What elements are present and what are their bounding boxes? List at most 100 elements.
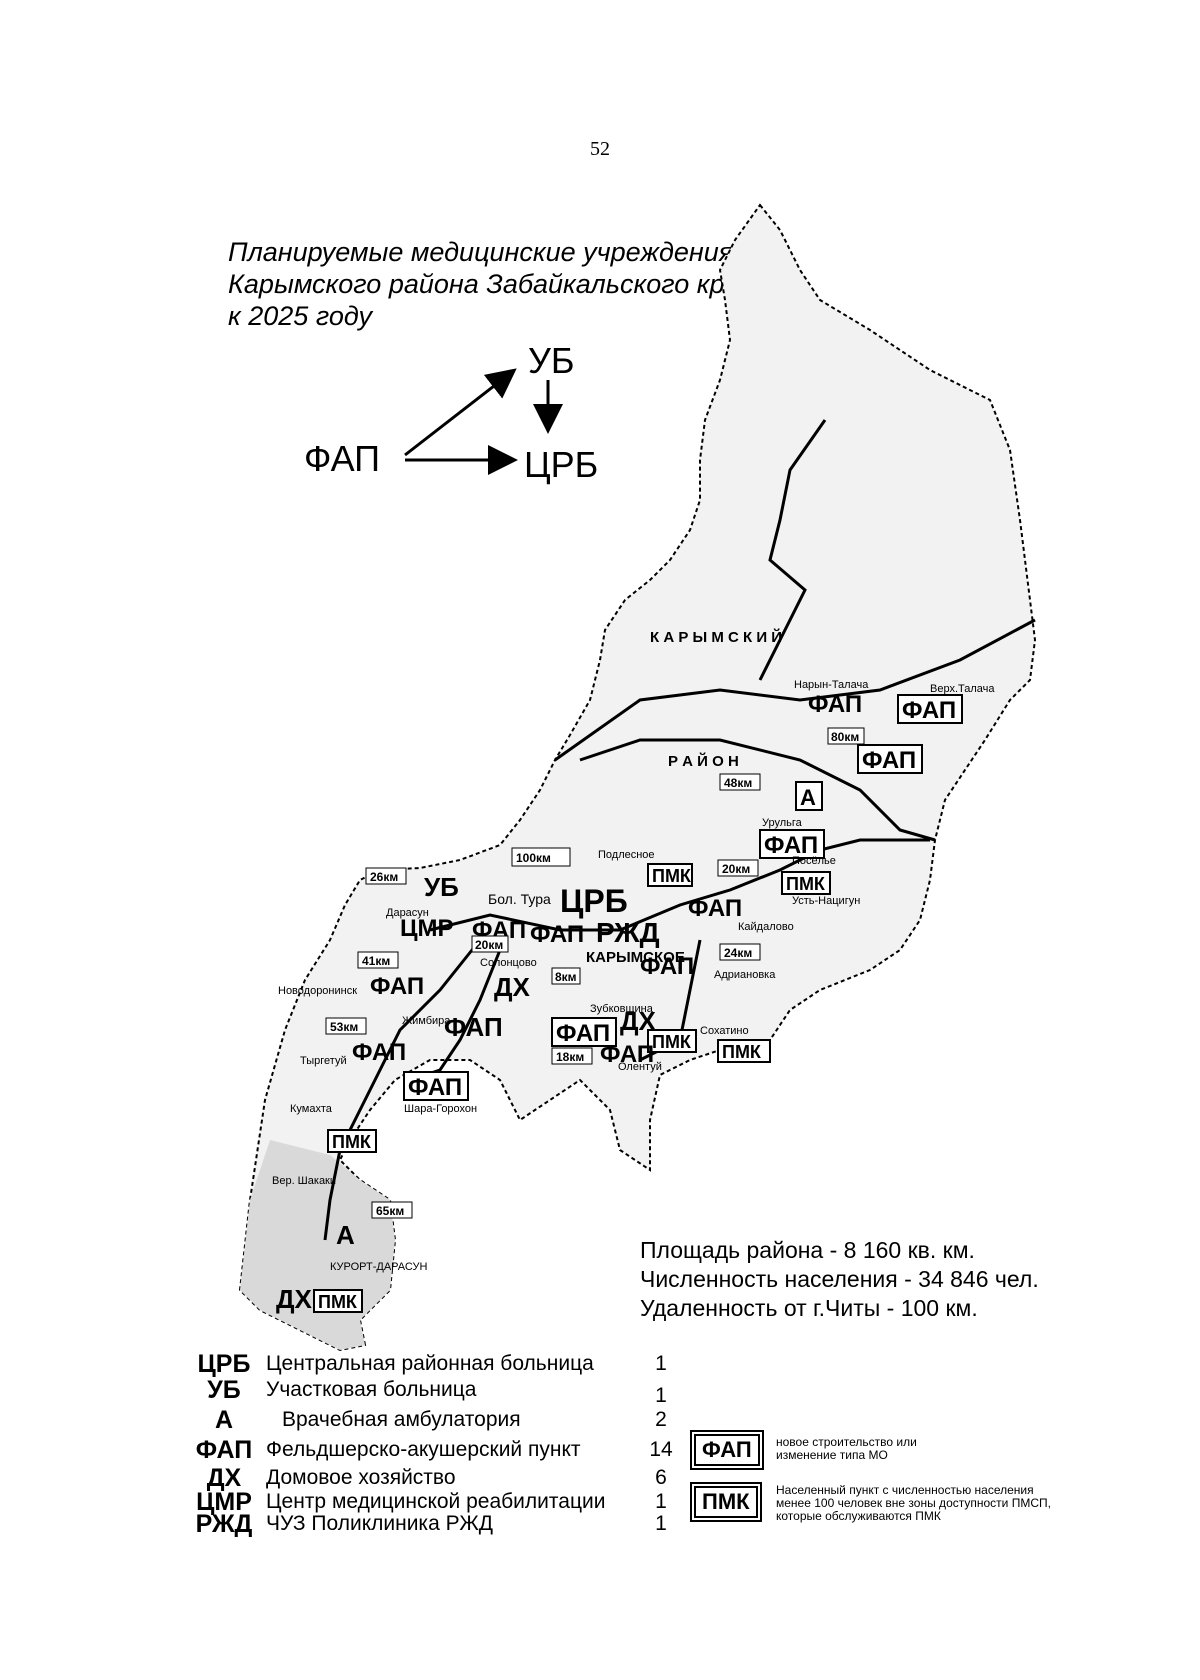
marker-fap-zubkovshina: ФАП — [551, 1017, 617, 1047]
title-line-1: Планируемые медицинские учреждения — [228, 237, 734, 267]
marker-crb-karymskoe: ЦРБ — [560, 883, 628, 919]
district-stats: Площадь района - 8 160 кв. км. Численнос… — [640, 1236, 1039, 1323]
marker-fap-adrianovka: ФАП — [640, 953, 694, 980]
marker-pmk-kumahta: ПМК — [327, 1129, 377, 1153]
legend-name: Центральная районная больница — [266, 1352, 594, 1375]
marker-fap-tyrgetuy: ФАП — [352, 1039, 406, 1066]
svg-text:20км: 20км — [722, 862, 750, 876]
svg-text:А: А — [800, 785, 816, 810]
marker-fap-urulga: ФАП — [759, 829, 825, 859]
key-pmk-box: ПМК — [690, 1482, 762, 1522]
svg-text:ПМК: ПМК — [652, 866, 692, 886]
stats-area: Площадь района - 8 160 кв. км. — [640, 1237, 975, 1263]
marker-cmr-darasun: ЦМР — [400, 915, 454, 942]
svg-text:ФАП: ФАП — [408, 1074, 462, 1101]
svg-text:ФАП: ФАП — [808, 691, 862, 718]
key-pmk-desc-3: которые обслуживаются ПМК — [776, 1509, 941, 1523]
marker-pmk-podlesnoe: ПМК — [647, 863, 693, 887]
svg-text:65км: 65км — [376, 1204, 404, 1218]
roads — [323, 419, 1036, 1241]
legend-count: 14 — [649, 1438, 673, 1461]
flow-ub: УБ — [528, 340, 575, 381]
settlement-darasun: Дарасун — [386, 907, 429, 919]
southern-road — [323, 939, 482, 1241]
svg-text:А: А — [336, 1220, 355, 1250]
key-fap-description: новое строительство или изменение типа М… — [776, 1436, 917, 1462]
flow-fap: ФАП — [304, 438, 381, 479]
svg-text:УБ: УБ — [424, 872, 459, 902]
svg-text:ФАП: ФАП — [556, 1020, 610, 1047]
legend-name: Врачебная амбулатория — [282, 1408, 521, 1431]
settlement-shara-gorohon: Шара-Горохон — [404, 1103, 477, 1115]
arrow-fap-to-ub — [404, 368, 517, 457]
distance-tag: 80км — [827, 727, 865, 745]
title-line-3: к 2025 году — [228, 301, 372, 331]
distance-tag: 18км — [551, 1047, 593, 1065]
marker-pmk-kurort: ПМК — [313, 1289, 363, 1313]
marker-fap-jimbira: ФАП — [444, 1012, 503, 1042]
svg-text:18км: 18км — [556, 1050, 584, 1064]
marker-a-urulga: А — [795, 781, 823, 811]
distance-tag: 41км — [357, 951, 399, 969]
stats-population: Численность населения - 34 846 чел. — [640, 1266, 1039, 1292]
svg-text:ДХ: ДХ — [276, 1284, 313, 1314]
page-number: 52 — [590, 138, 610, 160]
marker-fap-kaidalovo: ФАП — [688, 895, 742, 922]
svg-text:ФАП: ФАП — [764, 832, 818, 859]
svg-text:ПМК: ПМК — [332, 1132, 372, 1152]
settlement-novodoroninsk: Новодоронинск — [278, 985, 357, 997]
svg-text:ФАП: ФАП — [640, 953, 694, 980]
svg-text:ФАП: ФАП — [862, 747, 916, 774]
legend-abbr: А — [214, 1406, 234, 1434]
distance-tag: 20км — [717, 859, 759, 877]
marker-fap-sredn: ФАП — [857, 744, 923, 774]
settlement-podlesnoe: Подлесное — [598, 849, 655, 861]
settlement-solontsovo: Солонцово — [480, 957, 537, 969]
distance-tag: 65км — [371, 1201, 413, 1219]
marker-ub-darasun: УБ — [424, 872, 459, 902]
svg-text:20км: 20км — [475, 938, 503, 952]
marker-dh-kurort: ДХ — [276, 1284, 313, 1314]
marker-fap-novodoroninsk: ФАП — [370, 973, 424, 1000]
legend-name: ЧУЗ Поликлиника РЖД — [266, 1512, 493, 1535]
marker-pmk-olentuy: ПМК — [647, 1029, 697, 1053]
key-pmk-desc-2: менее 100 человек вне зоны доступности П… — [776, 1496, 1051, 1510]
legend-count: 6 — [655, 1466, 667, 1489]
distance-tag: 100км — [511, 847, 571, 867]
svg-text:41км: 41км — [362, 954, 390, 968]
distance-tag: 48км — [719, 773, 761, 791]
svg-text:ДХ: ДХ — [494, 972, 531, 1002]
svg-text:ФАП: ФАП — [688, 895, 742, 922]
marker-fap-kadahta: ФАП — [530, 921, 584, 948]
svg-text:ФАП: ФАП — [530, 921, 584, 948]
south-shaded-area — [240, 1140, 395, 1350]
svg-text:ПМК: ПМК — [318, 1292, 358, 1312]
legend-count: 1 — [655, 1490, 667, 1513]
distance-tag: 53км — [325, 1017, 367, 1035]
settlement-karymskoe: КАРЫМСКОЕ — [586, 949, 685, 966]
key-fap-desc-2: изменение типа МО — [776, 1448, 888, 1462]
svg-text:ФАП: ФАП — [600, 1041, 654, 1068]
marker-a-kurort: А — [336, 1220, 355, 1250]
svg-text:ЦМР: ЦМР — [400, 915, 454, 942]
legend-count: 1 — [655, 1512, 667, 1535]
upper-road — [554, 618, 1036, 762]
legend-abbr: УБ — [207, 1376, 241, 1404]
settlement-tyrgetuy: Тыргетуй — [300, 1055, 347, 1067]
settlement-kurort-darasun: КУРОРТ-ДАРАСУН — [330, 1261, 427, 1273]
svg-text:ФАП: ФАП — [444, 1012, 503, 1042]
settlement-ver-shakaki: Вер. Шакаки — [272, 1175, 336, 1187]
facility-markers: ФАП ФАП ФАП ФАП ПМК ПМК ФАП ЦРБ РЖД — [276, 691, 963, 1314]
settlement-kaidalovo: Кайдалово — [738, 921, 794, 933]
settlement-zubkovshina: Зубковщина — [590, 1003, 654, 1015]
key-fap-box: ФАП — [690, 1430, 764, 1470]
middle-road — [579, 738, 936, 842]
legend-count: 2 — [655, 1408, 667, 1431]
legend-abbr: РЖД — [195, 1510, 253, 1538]
stats-distance: Удаленность от г.Читы - 100 км. — [640, 1295, 978, 1321]
distance-tag: 8км — [551, 967, 581, 985]
svg-text:РЖД: РЖД — [596, 917, 660, 948]
distance-tag: 24км — [719, 943, 761, 961]
legend-name: Участковая больница — [266, 1378, 477, 1401]
